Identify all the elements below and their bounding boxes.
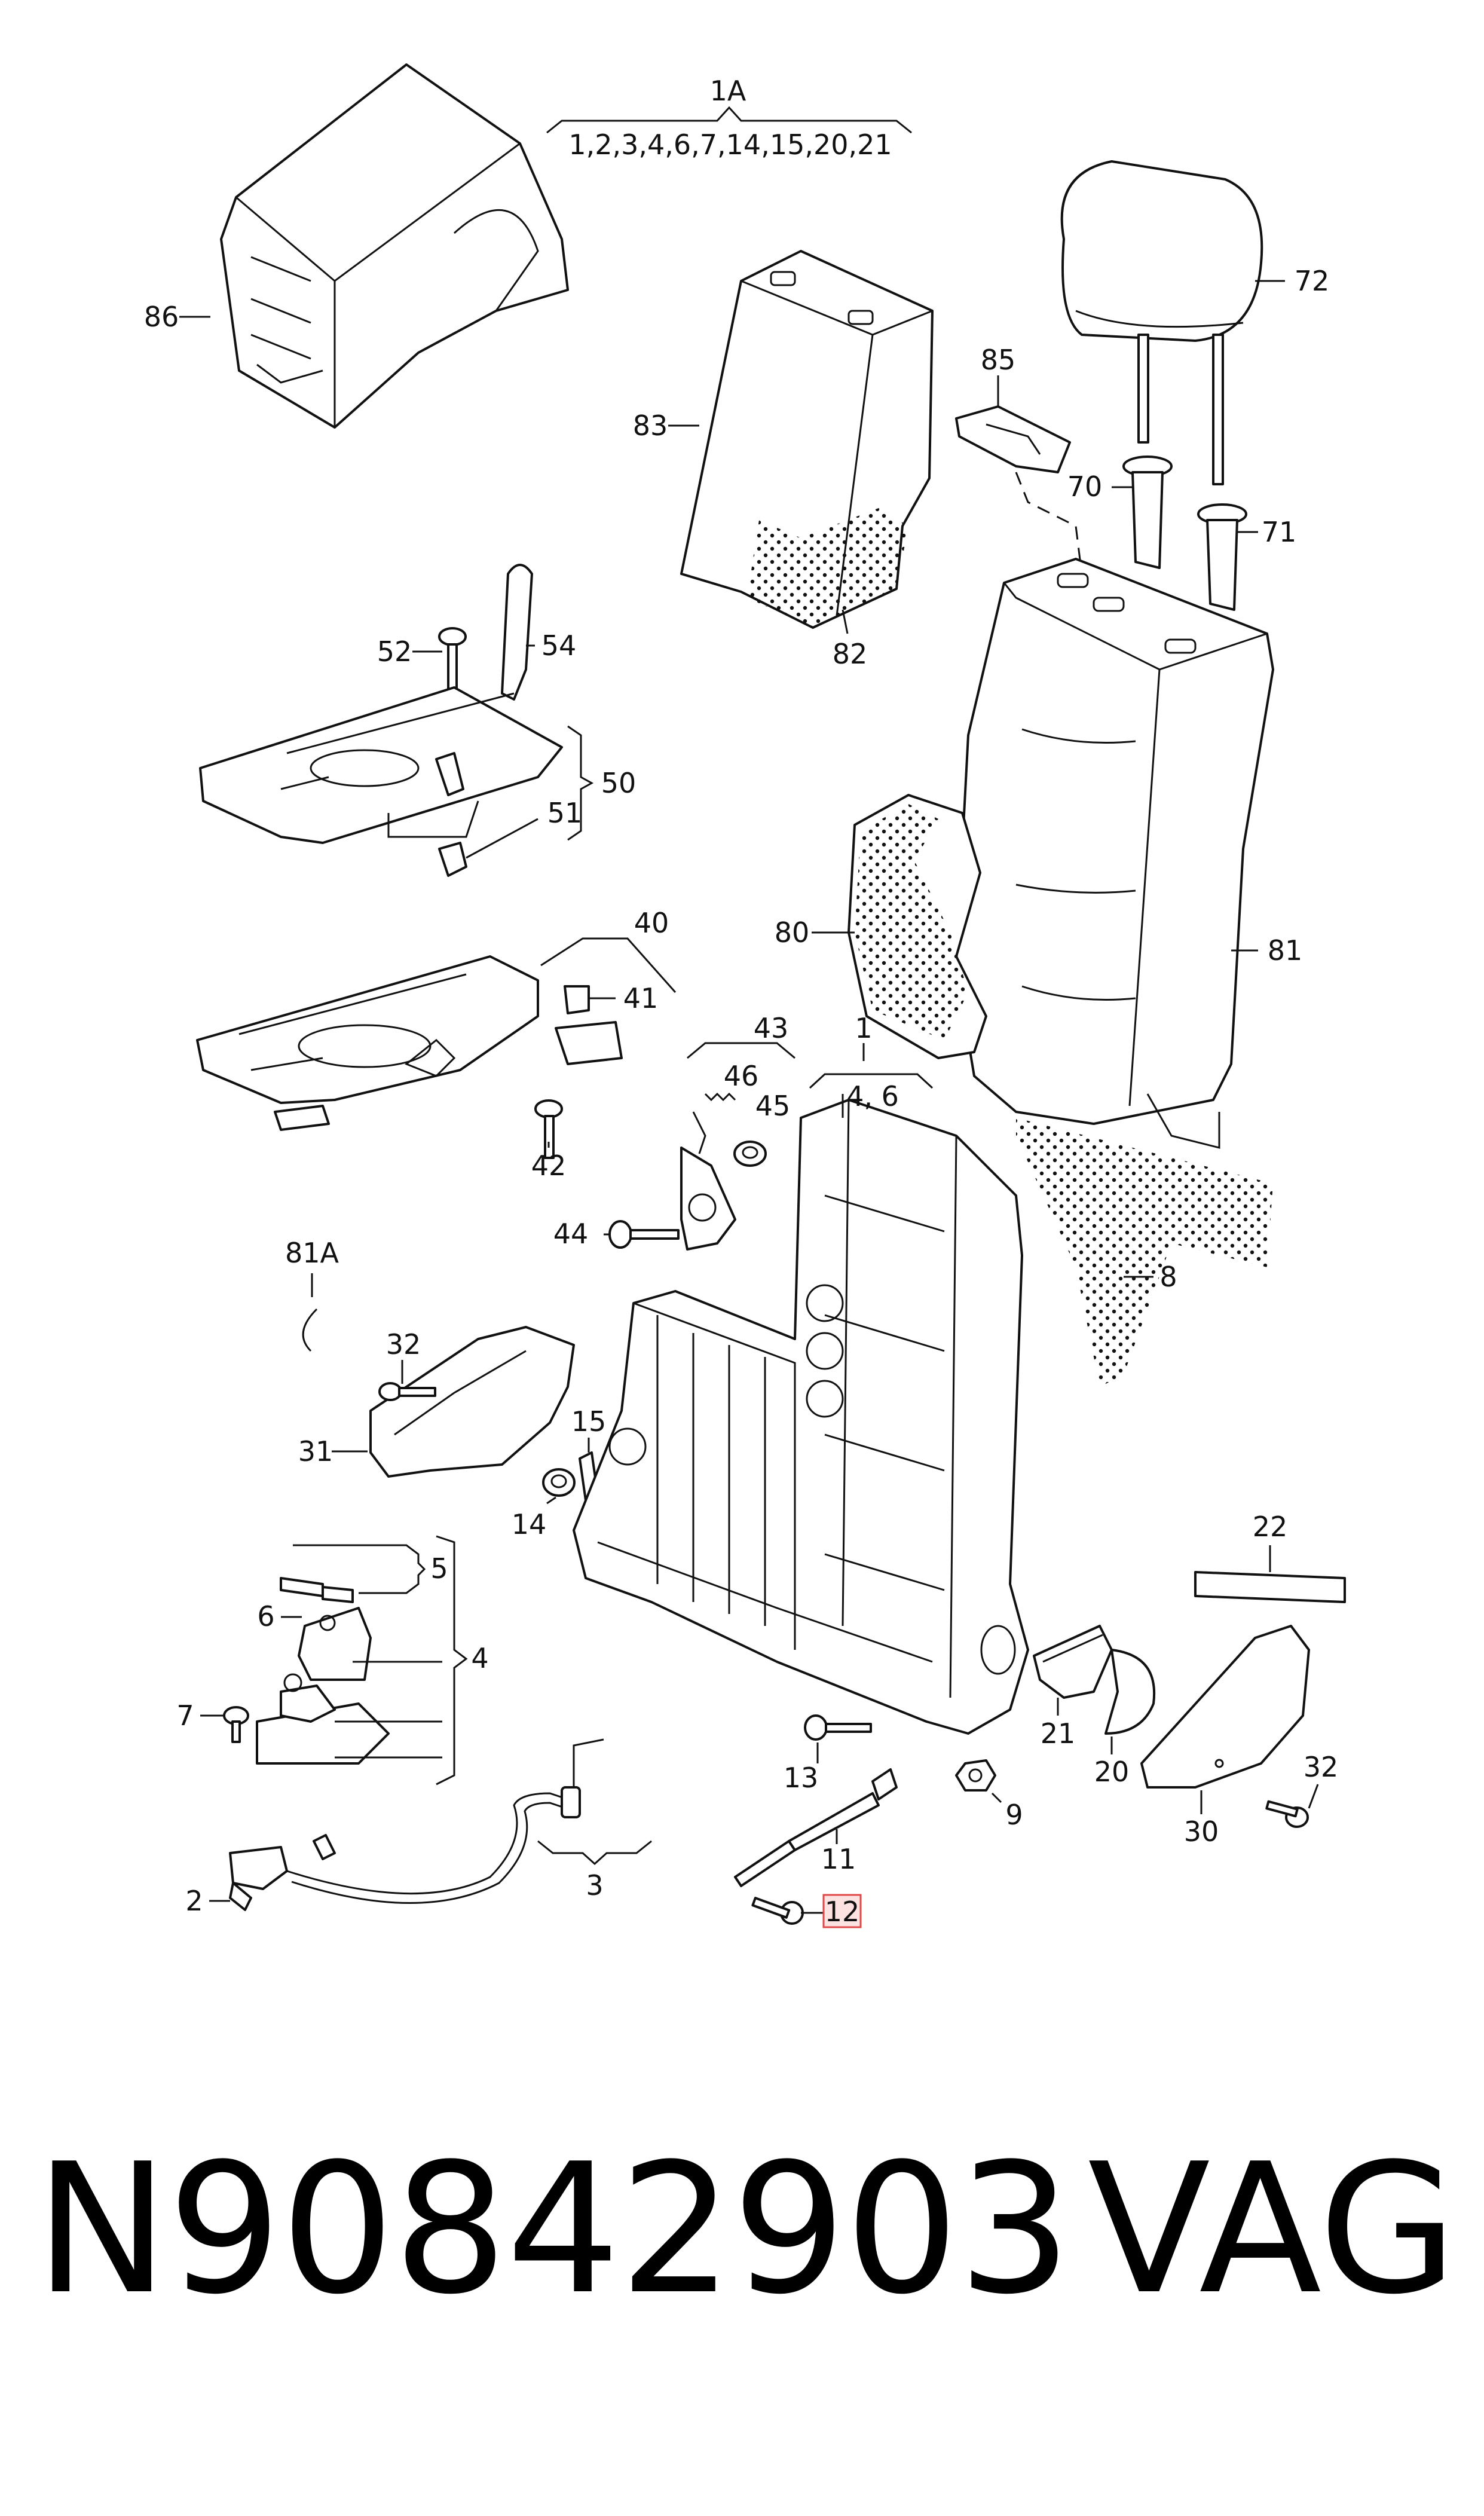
backrest-panel-part	[680, 250, 934, 629]
headrest-part	[1060, 160, 1263, 485]
dotted-mat-part	[1016, 1118, 1273, 1387]
side-cover-30-part	[1140, 1625, 1310, 1789]
label-70: 70	[1067, 470, 1103, 503]
release-handle-bezel-part	[955, 405, 1071, 473]
label-42: 42	[531, 1150, 567, 1182]
recliner-mechanism-part	[680, 1111, 736, 1251]
label-43: 43	[754, 1012, 789, 1044]
label-2: 2	[185, 1885, 203, 1917]
latch-assembly-4-part	[223, 1577, 390, 1765]
label-22: 22	[1253, 1511, 1288, 1543]
label-86: 86	[144, 301, 179, 333]
label-3: 3	[586, 1869, 603, 1901]
label-21: 21	[1041, 1717, 1076, 1750]
label-32-left: 32	[386, 1328, 421, 1361]
bolt-13-part	[804, 1714, 872, 1741]
label-30: 30	[1184, 1815, 1219, 1848]
part-number-text: N90842903	[35, 2125, 1072, 2334]
label-15: 15	[571, 1405, 607, 1438]
label-80: 80	[775, 916, 810, 949]
half-disc-20-part	[1104, 1649, 1156, 1735]
seat-frame-part	[573, 1099, 1029, 1735]
side-foam-part	[847, 794, 987, 1059]
label-5: 5	[430, 1552, 448, 1585]
highlight-box-12	[822, 1894, 862, 1928]
c-clip-81a-part	[302, 1308, 318, 1352]
label-6: 6	[257, 1600, 274, 1633]
label-20: 20	[1094, 1756, 1130, 1788]
headrest-guide-left	[1122, 455, 1173, 569]
armrest-box-part	[220, 63, 569, 429]
cable-3-part	[286, 1738, 604, 1904]
handle-dash-line	[1015, 472, 1083, 574]
label-85: 85	[981, 344, 1016, 376]
label-11: 11	[821, 1843, 856, 1875]
leader-lines	[179, 106, 1319, 1914]
seat-back-cover-part	[955, 558, 1274, 1149]
label-9: 9	[1005, 1799, 1023, 1831]
strap-part	[501, 564, 533, 701]
label-71: 71	[1262, 516, 1297, 548]
side-trim-31-part	[369, 1326, 575, 1478]
bushing-14-part	[542, 1468, 576, 1497]
label-31: 31	[298, 1435, 333, 1468]
bushing-45-part	[733, 1141, 767, 1167]
latch-2-part	[229, 1846, 288, 1911]
label-1a: 1A	[710, 75, 746, 107]
label-81a: 81A	[285, 1237, 339, 1269]
bolt-42-part	[534, 1099, 563, 1159]
bolt-32-left-part	[378, 1382, 436, 1401]
label-13: 13	[784, 1762, 819, 1794]
brand-text: VAG	[1088, 2125, 1458, 2334]
gas-strut-11-part	[734, 1768, 898, 1887]
label-4: 4	[471, 1642, 488, 1674]
headrest-guide-right	[1197, 503, 1247, 611]
label-46: 46	[724, 1060, 759, 1092]
label-41: 41	[623, 982, 659, 1014]
tray-upper-part	[199, 686, 563, 844]
bolt-12-part	[751, 1897, 804, 1925]
label-12: 12	[825, 1896, 860, 1928]
label-52: 52	[377, 635, 412, 668]
callout-labels: 1A 1,2,3,4,6,7,14,15,20,21 86 83 82 72 8…	[144, 75, 1339, 1928]
label-51: 51	[547, 797, 583, 829]
label-8: 8	[1159, 1261, 1177, 1293]
label-44: 44	[553, 1218, 589, 1250]
tray-lower-part	[196, 955, 623, 1131]
label-14: 14	[512, 1508, 547, 1540]
label-40: 40	[634, 907, 669, 939]
label-83: 83	[633, 409, 668, 442]
nut-9-part	[955, 1759, 996, 1792]
label-82: 82	[833, 638, 868, 670]
bolt-44-part	[608, 1220, 680, 1249]
spring-46-part	[704, 1092, 736, 1102]
cap-21-part	[1033, 1625, 1113, 1699]
label-1a-members: 1,2,3,4,6,7,14,15,20,21	[568, 129, 892, 161]
bolt-52-part	[438, 627, 467, 693]
bracket-41-part	[564, 985, 590, 1014]
label-32-right: 32	[1304, 1751, 1339, 1783]
label-1-members: 4, 6	[846, 1080, 899, 1112]
label-1: 1	[855, 1012, 872, 1044]
label-54: 54	[541, 629, 577, 662]
strip-22-part	[1194, 1571, 1346, 1603]
label-45: 45	[755, 1090, 791, 1122]
label-72: 72	[1295, 265, 1330, 297]
label-7: 7	[176, 1699, 194, 1732]
label-81: 81	[1268, 934, 1303, 967]
label-50: 50	[601, 767, 637, 799]
clip-51-part	[438, 842, 467, 877]
bolt-32-right-part	[1265, 1800, 1309, 1828]
